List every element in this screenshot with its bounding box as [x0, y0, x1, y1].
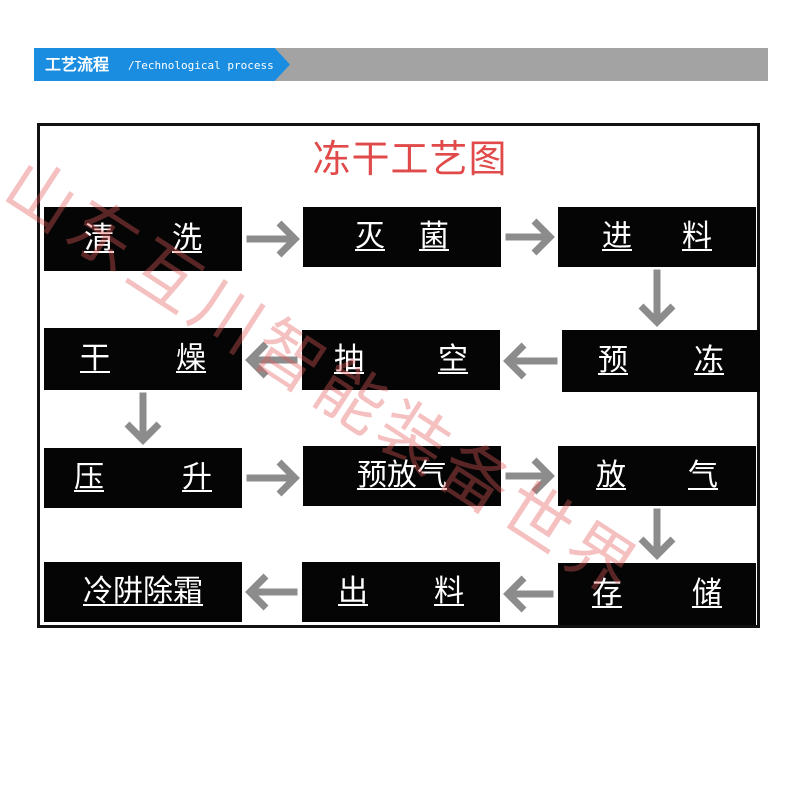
step-label: 干燥: [80, 341, 206, 376]
step-label: 压升: [74, 460, 212, 495]
step-box-qingxi: 清洗: [44, 207, 242, 271]
step-label: 预冻: [598, 343, 724, 378]
diagram-title: 冻干工艺图: [312, 137, 508, 181]
step-box-jinliao: 进料: [558, 207, 756, 267]
step-label: 抽空: [334, 342, 468, 377]
step-label: 冷阱除霜: [83, 574, 203, 609]
header-accent-tab: [34, 48, 290, 81]
header-title: 工艺流程: [45, 55, 110, 74]
step-box-lengjingchushuang: 冷阱除霜: [44, 562, 242, 622]
header-subtitle: /Technological process: [128, 59, 274, 72]
step-box-yufangqi: 预放气: [303, 446, 501, 506]
step-label: 出料: [338, 574, 464, 609]
step-label: 预放气: [357, 458, 447, 493]
step-label: 放气: [596, 458, 718, 493]
step-label: 灭菌: [355, 219, 449, 254]
step-box-yasheng: 压升: [44, 448, 242, 508]
step-box-ganzao: 干燥: [44, 328, 242, 390]
step-box-cunchu: 存储: [558, 563, 756, 625]
step-label: 清洗: [84, 221, 202, 256]
step-label: 进料: [602, 219, 712, 254]
step-box-chuliao: 出料: [302, 562, 500, 622]
step-box-mijun: 灭菌: [303, 207, 501, 267]
step-box-choukong: 抽空: [302, 330, 500, 390]
step-box-fangqi: 放气: [558, 446, 756, 506]
step-box-yudong: 预冻: [562, 330, 760, 392]
step-label: 存储: [592, 576, 722, 611]
